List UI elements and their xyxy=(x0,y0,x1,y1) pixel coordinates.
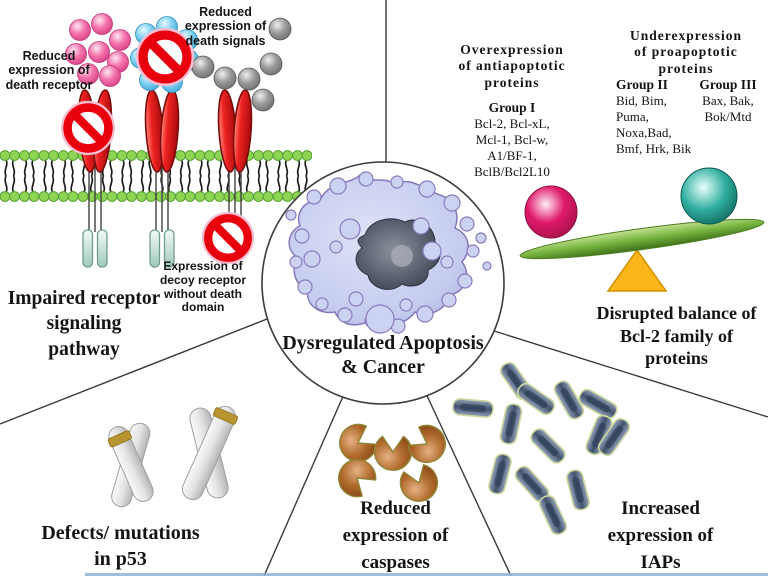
center-caption: Dysregulated Apoptosis & Cancer xyxy=(282,332,484,378)
heading-underexpression: Underexpression of proapoptotic proteins xyxy=(629,28,742,76)
label-death-receptor: Reduced expression of death receptor xyxy=(5,49,93,92)
chromosome-pair xyxy=(107,405,239,508)
bcl2-balance xyxy=(519,167,765,292)
proapoptotic-sphere xyxy=(680,167,738,225)
caspase-cluster xyxy=(330,418,453,508)
gray-death-signal-cluster xyxy=(191,17,292,112)
center-circle xyxy=(261,161,505,405)
death-domain xyxy=(149,229,175,268)
balance-fulcrum xyxy=(606,248,668,292)
label-death-signals: Reduced expression of death signals xyxy=(184,5,267,48)
antiapoptotic-sphere xyxy=(524,185,578,239)
balance-plank xyxy=(519,218,765,260)
group2-items: Bid, Bim, Puma, Noxa,Bad, Bmf, Hrk, Bik xyxy=(616,93,692,156)
heading-overexpression: Overexpression of antiapoptotic proteins xyxy=(458,42,566,90)
caption-caspases: Reduced expression of caspases xyxy=(342,498,449,573)
chromosome-1 xyxy=(107,422,154,508)
group1-items: Bcl-2, Bcl-xL, Mcl-1, Bcl-w, A1/BF-1, Bc… xyxy=(474,116,550,179)
death-domain xyxy=(82,229,108,268)
label-decoy-receptor: Expression of decoy receptor without dea… xyxy=(159,259,247,315)
bottom-edge-line xyxy=(85,573,768,576)
prohibition-icon xyxy=(203,213,253,263)
prohibition-icon xyxy=(62,102,113,153)
pink-protein-cluster xyxy=(65,13,131,87)
caption-disrupted-balance: Disrupted balance of Bcl-2 family of pro… xyxy=(596,303,757,368)
group3-items: Bax, Bak, Bok/Mtd xyxy=(702,93,754,124)
caption-iaps: Increased expression of IAPs xyxy=(607,498,714,573)
caption-impaired-receptor: Impaired receptor signaling pathway xyxy=(7,288,161,360)
group1-title: Group I xyxy=(488,100,536,115)
group2-title: Group II xyxy=(616,77,668,92)
caption-p53: Defects/ mutations in p53 xyxy=(41,522,200,570)
gold-band xyxy=(107,430,132,448)
chromosome-2 xyxy=(181,405,239,501)
group3-title: Group III xyxy=(699,77,757,92)
death-receptor-2 xyxy=(144,89,180,268)
apoptotic-blebs xyxy=(285,171,492,334)
gold-band xyxy=(212,407,239,425)
